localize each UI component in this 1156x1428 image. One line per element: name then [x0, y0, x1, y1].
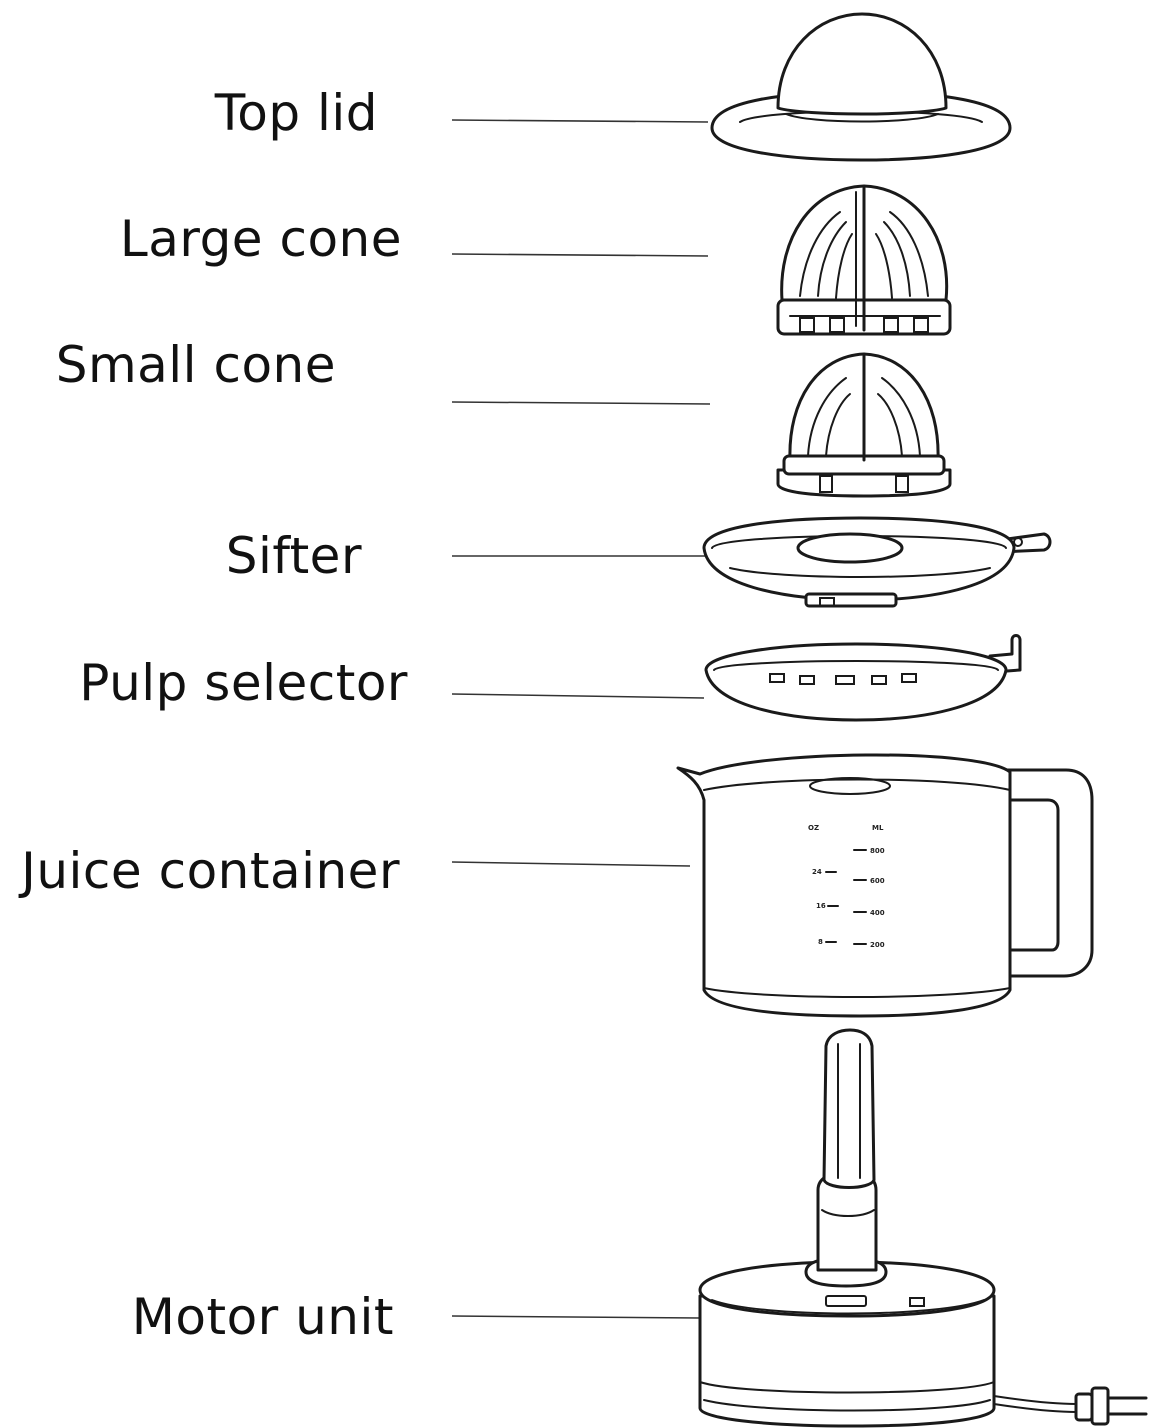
leader-small-cone: [451, 401, 711, 405]
oz-header: OZ: [808, 824, 819, 832]
label-top-lid: Top lid: [214, 84, 378, 142]
label-motor-unit: Motor unit: [131, 1288, 394, 1346]
ml-header: ML: [872, 824, 884, 832]
ml-tick-400: 400: [870, 909, 885, 917]
pulp-selector-drawing: [704, 634, 1022, 722]
top-lid-drawing: [710, 12, 1012, 162]
oz-tick-8: 8: [818, 938, 823, 946]
leader-large-cone: [451, 253, 709, 257]
small-cone-drawing: [776, 352, 952, 498]
oz-tick-24: 24: [812, 868, 822, 876]
motor-unit-drawing: [698, 1028, 1148, 1428]
label-small-cone: Small cone: [55, 336, 336, 394]
leader-pulp-selector: [451, 693, 705, 699]
leader-lines: [451, 119, 711, 1319]
leader-juice-container: [451, 861, 691, 867]
label-pulp-selector: Pulp selector: [79, 654, 408, 712]
sifter-drawing: [702, 516, 1052, 608]
leader-motor-unit: [451, 1315, 701, 1319]
ml-tick-800: 800: [870, 847, 885, 855]
measurement-scale: OZ ML 24 16 8 800 600 400 200: [808, 824, 885, 949]
large-cone-drawing: [776, 184, 952, 336]
ml-tick-200: 200: [870, 941, 885, 949]
ml-tick-600: 600: [870, 877, 885, 885]
juice-container-drawing: OZ ML 24 16 8 800 600 400 200: [676, 753, 1094, 1018]
label-juice-container: Juice container: [21, 842, 400, 900]
label-sifter: Sifter: [225, 527, 362, 585]
label-large-cone: Large cone: [119, 210, 402, 268]
oz-tick-16: 16: [816, 902, 826, 910]
leader-top-lid: [451, 119, 709, 123]
